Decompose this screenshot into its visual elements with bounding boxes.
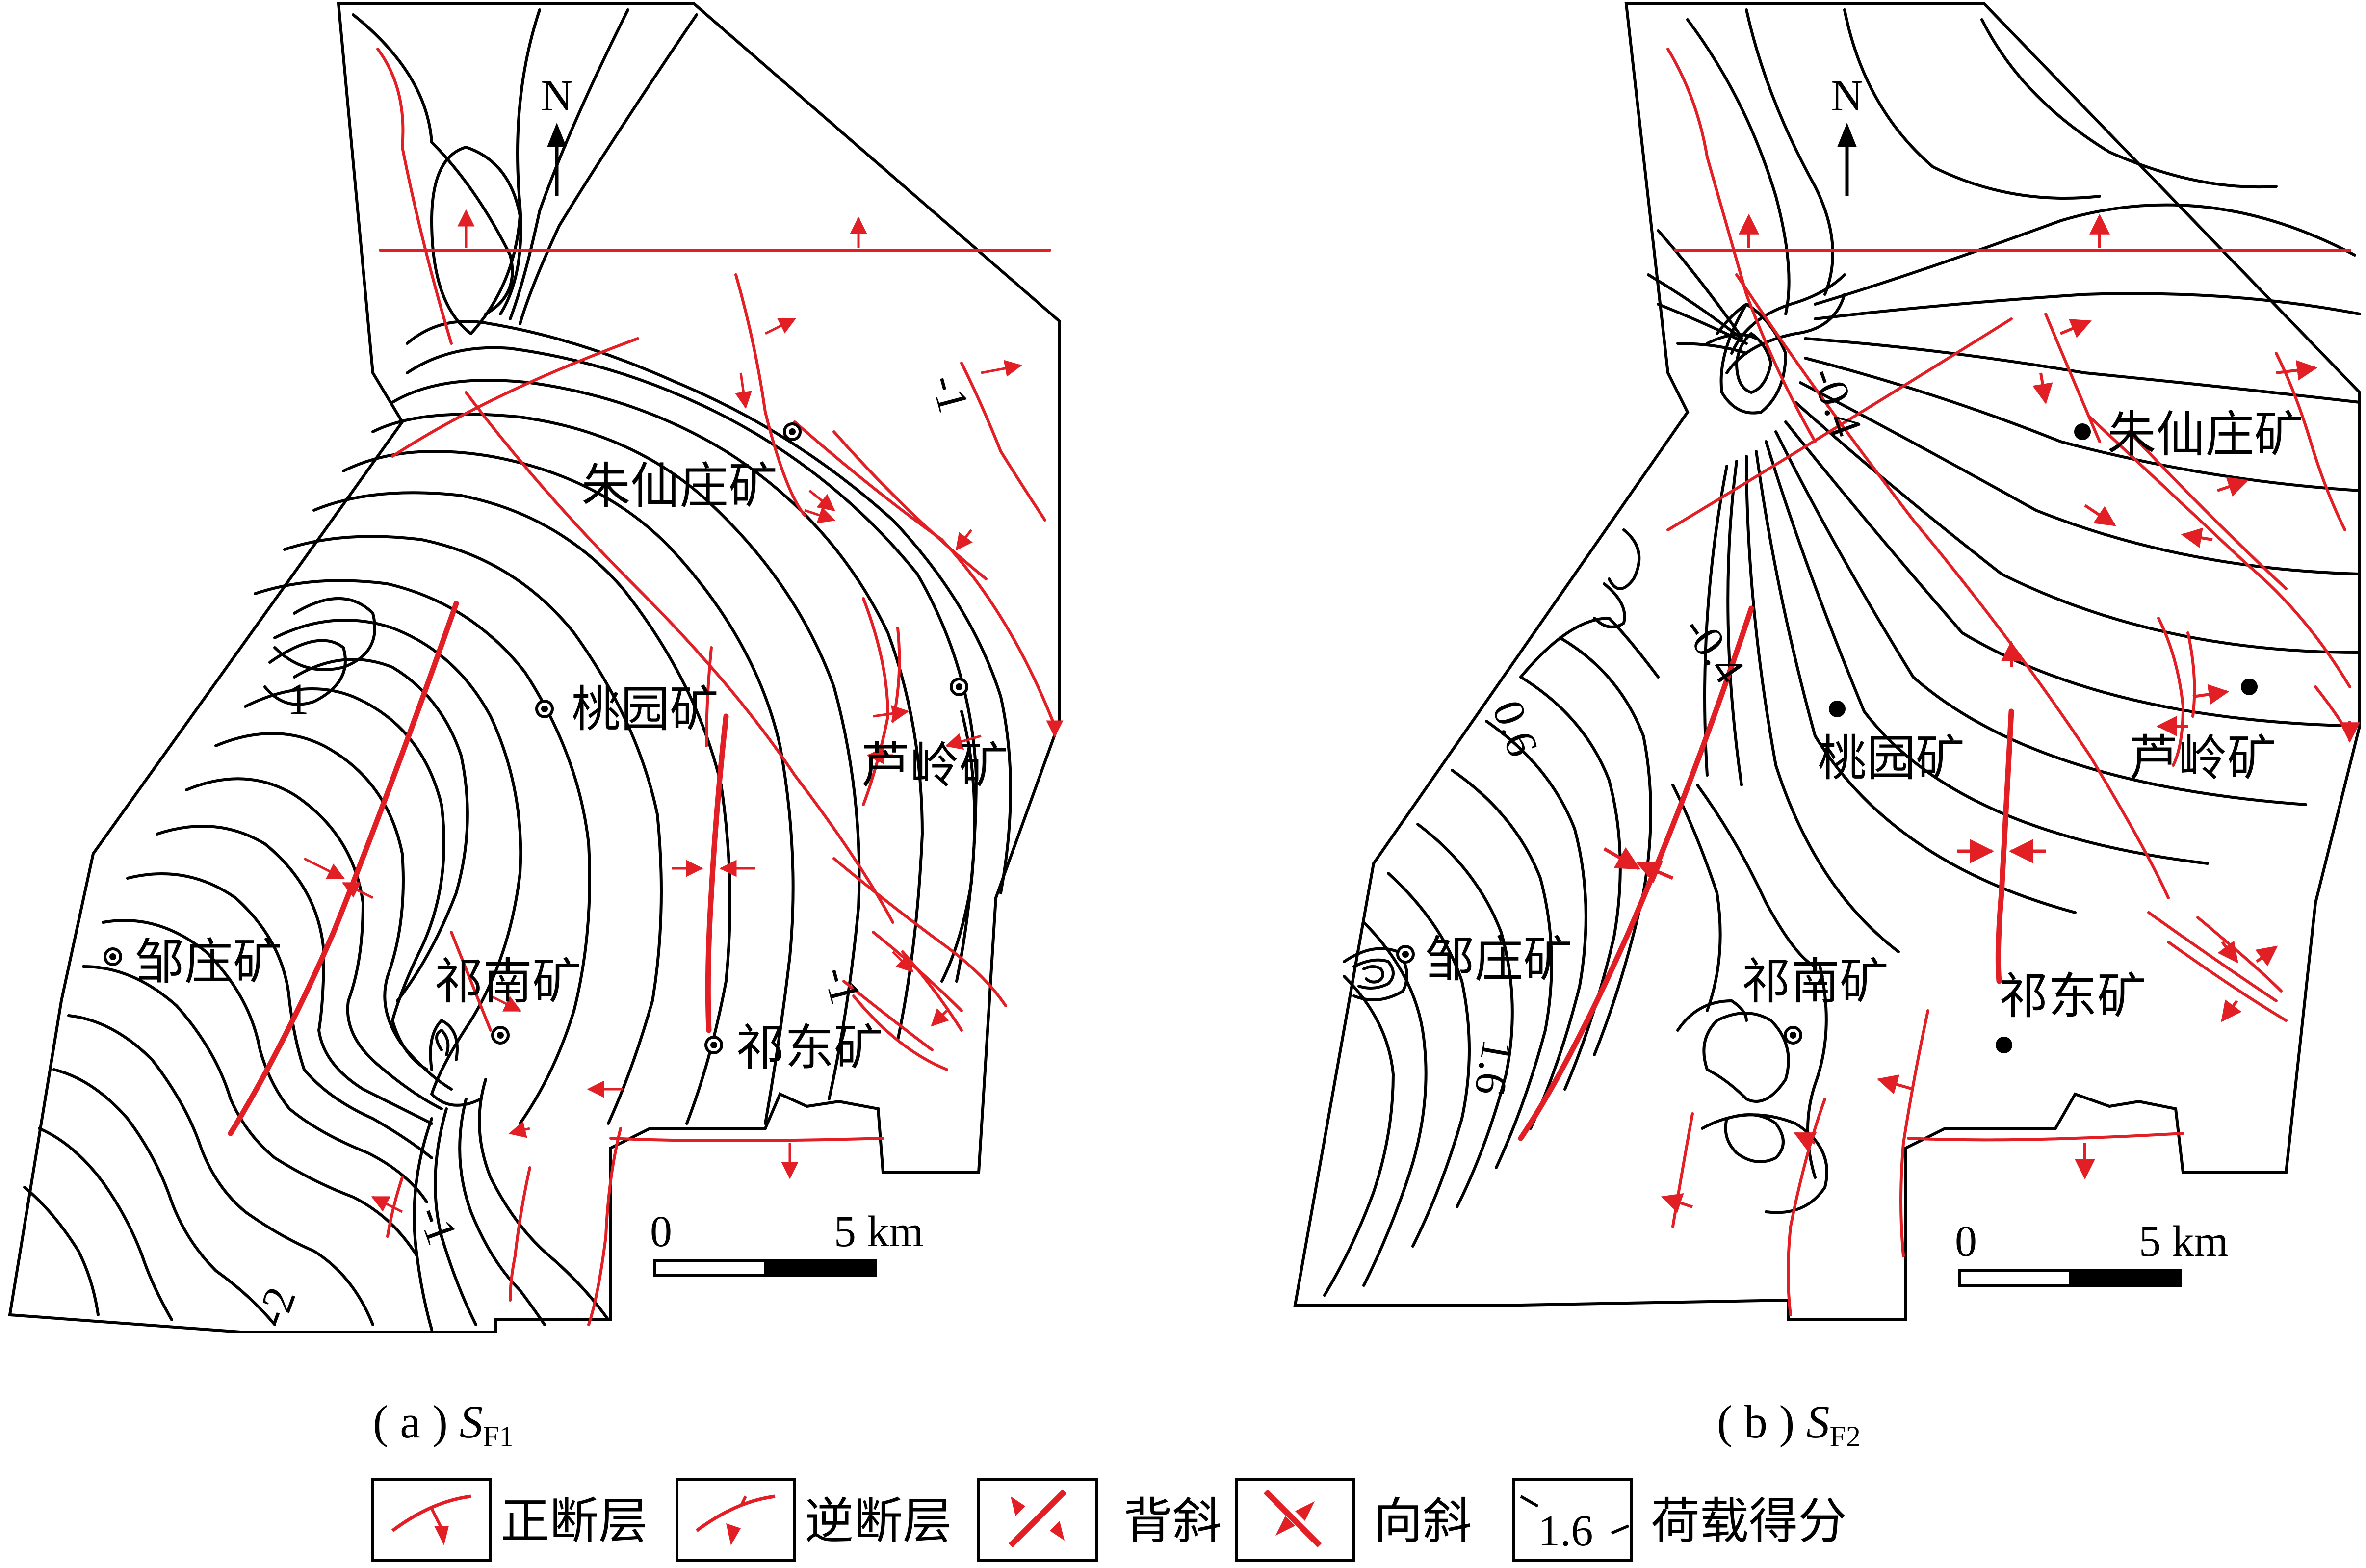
contour-label: -1 [814,962,870,1010]
mine-label: 祁南矿 [1742,953,1889,1010]
study-area-boundary [8,2,1061,1333]
scale-end-label: 5 km [2139,1217,2229,1266]
legend-item-contour-score: 1.6 荷载得分 [1512,1478,1847,1562]
reverse-fault-icon [695,1494,776,1545]
north-arrow-a: N [541,72,573,196]
mine-label: 朱仙庄矿 [2107,406,2303,463]
mine-marker-zhuxianzhuang: 朱仙庄矿 [581,422,802,515]
panel-caption-b: ( b ) SF2 [1717,1396,1861,1453]
mine-marker-zouzhuang: 邹庄矿 [104,933,282,991]
mine-label: 祁南矿 [434,953,581,1010]
mine-label: 芦岭矿 [2129,730,2276,787]
mine-markers-a: 朱仙庄矿 桃园矿 芦岭矿 邹庄矿 祁南矿 祁东矿 [104,422,1008,1076]
study-area-boundary [1293,2,2361,1321]
mine-marker-zhuxianzhuang: 朱仙庄矿 [2074,406,2303,463]
legend-label: 背斜 [1123,1492,1222,1550]
mine-label: 邹庄矿 [1425,931,1572,988]
mine-label: 芦岭矿 [861,737,1008,794]
scale-bar-b: 0 5 km [1955,1217,2229,1287]
contour-label: -1 [409,1200,467,1251]
mine-marker-qidong: 祁东矿 [1996,967,2146,1053]
contour-label: -1 [922,369,978,418]
fault-arrows-b [1603,213,2360,1213]
mine-label: 朱仙庄矿 [581,457,778,515]
contour-value-icon: 1.6 [1520,1495,1630,1555]
fault-set-b [1518,48,2351,1316]
legend-item-reverse-fault: 逆断层 [676,1478,952,1562]
mine-label: 邹庄矿 [135,933,282,991]
legend-label: 向斜 [1374,1492,1472,1550]
contour-label: 1 [287,675,309,724]
mine-label: 祁东矿 [1999,967,2146,1025]
mine-marker-luling: 芦岭矿 [2129,679,2276,787]
panel-caption-a: ( a ) SF1 [373,1396,514,1453]
mine-markers-b: 朱仙庄矿 桃园矿 芦岭矿 邹庄矿 祁南矿 祁东矿 [1396,406,2303,1053]
scale-start-label: 0 [1955,1217,1977,1266]
contour-set-b [1323,8,2361,1297]
mine-marker-zouzhuang: 邹庄矿 [1396,931,1572,988]
mine-label: 桃园矿 [572,680,719,738]
legend-label: 荷载得分 [1651,1492,1847,1550]
mine-label: 祁东矿 [736,1019,883,1076]
anticline-icon [1008,1489,1067,1548]
north-arrow-b: N [1831,72,1863,196]
scale-bar-a: 0 5 km [650,1207,924,1277]
contour-label: 0.6 [1483,694,1548,763]
legend-label: 逆断层 [805,1492,952,1550]
mine-marker-qinan: 祁南矿 [1742,953,1889,1045]
legend-item-anticline: 背斜 [977,1478,1222,1562]
mine-marker-taoyuan: 桃园矿 [535,680,719,738]
contour-set-a [23,8,1012,1331]
scale-start-label: 0 [650,1207,672,1256]
mine-marker-taoyuan: 桃园矿 [1818,701,1965,787]
mine-label: 桃园矿 [1818,730,1965,787]
mine-marker-qidong: 祁东矿 [704,1019,883,1076]
contour-label: -2 [247,1281,306,1332]
legend-item-syncline: 向斜 [1235,1478,1472,1562]
contour-label: -0.4 [1674,607,1754,692]
north-label: N [1831,72,1863,120]
mine-marker-qinan: 祁南矿 [434,953,581,1045]
mine-marker-luling: 芦岭矿 [861,678,1008,794]
legend-item-normal-fault: 正断层 [371,1478,648,1562]
map-panel-b: N 朱仙庄矿 桃园矿 芦岭矿 邹庄矿 祁南矿 [1293,2,2361,1453]
fault-arrows-a [303,209,1064,1213]
legend-label: 正断层 [500,1492,648,1550]
contour-value-label: 1.6 [1538,1507,1593,1555]
legend: 正断层 逆断层 背斜 [371,1478,1847,1562]
north-label: N [541,72,573,120]
scale-end-label: 5 km [834,1207,924,1256]
syncline-icon [1263,1489,1322,1548]
map-panel-a: N 朱仙庄矿 桃园矿 芦岭矿 邹庄矿 祁南矿 [8,2,1064,1453]
normal-fault-icon [391,1494,471,1545]
contour-label: 1.6 [1465,1036,1522,1099]
